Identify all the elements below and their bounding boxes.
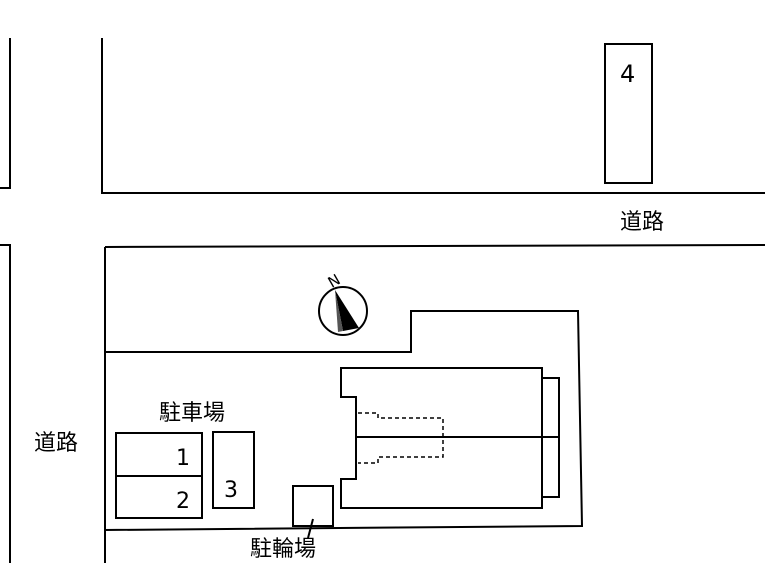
site-boundary — [104, 310, 584, 532]
bicycle-parking-label: 駐輪場 — [250, 537, 316, 562]
building-entrance-dashed — [358, 412, 444, 464]
bicycle-leader-line — [307, 518, 314, 539]
road-left-edge-upper — [0, 38, 11, 189]
road-left-edge-lower — [0, 244, 11, 563]
road-bottom-edge — [104, 244, 766, 248]
top-block-boundary — [101, 38, 765, 194]
parking-space-3-number: 3 — [224, 478, 238, 503]
parking-space-4-number: 4 — [620, 60, 635, 88]
road-label-top: 道路 — [620, 210, 664, 235]
bicycle-parking-area — [292, 485, 334, 527]
parking-space-4 — [604, 43, 653, 184]
parking-space-2-number: 2 — [176, 489, 190, 514]
compass-north-letter: N — [325, 270, 344, 291]
parking-space-3 — [212, 431, 255, 509]
parking-label: 駐車場 — [159, 401, 225, 426]
parking-space-1-number: 1 — [176, 446, 190, 471]
north-arrow-icon — [335, 290, 359, 332]
compass-circle — [318, 286, 368, 336]
road-label-left: 道路 — [34, 431, 78, 456]
